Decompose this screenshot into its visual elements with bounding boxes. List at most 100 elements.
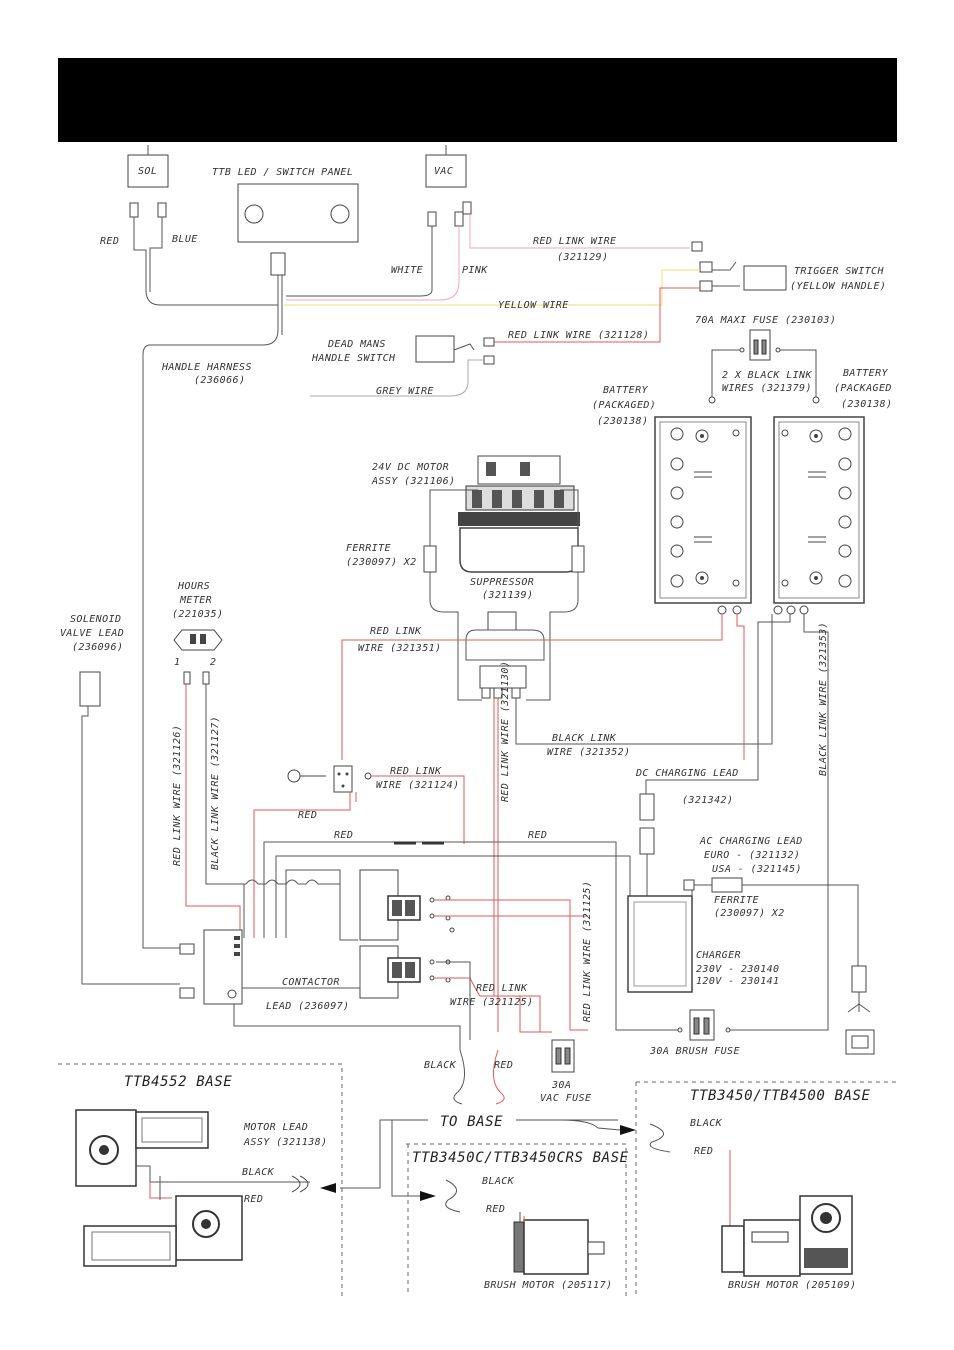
red-f-label: RED [486,1204,505,1215]
ttb3450-label: TTB3450/TTB4500 BASE [690,1088,871,1104]
charger-label-2: 230V - 230140 [696,964,779,975]
led-panel-label: TTB LED / SWITCH PANEL [212,167,353,178]
grey-wire-label: GREY WIRE [376,386,434,397]
charger-label-3: 120V - 230141 [696,976,779,987]
red-d-label: RED [494,1060,513,1071]
ferrite-label-2: (230097) X2 [346,557,417,568]
ac-lead-label-3: USA - (321145) [712,864,802,875]
ferrite-b-label-2: (230097) X2 [714,908,785,919]
red-link-321125-1: RED LINK [476,983,528,994]
ac-lead-label-1: AC CHARGING LEAD [699,836,803,847]
brush-fuse [677,1009,731,1041]
ferrite-label-1: FERRITE [346,543,391,554]
red-label-c: RED [528,830,547,841]
trigger-switch [699,261,787,292]
trigger-switch-label-2: (YELLOW HANDLE) [790,281,886,292]
red-link-321125-v: RED LINK WIRE (321125) [582,881,593,1022]
control-module [179,929,461,1050]
motor-label-2: ASSY (321106) [371,476,455,487]
black-g-label: BLACK [690,1118,723,1129]
battery-right-label-1: BATTERY [843,368,889,379]
black-f-label: BLACK [482,1176,515,1187]
handle-harness-label-1: HANDLE HARNESS [161,362,252,373]
black-link-321353: BLACK LINK WIRE (321353) [818,622,829,776]
vac-motor [423,455,585,701]
brush-motor-205109-label: BRUSH MOTOR (205109) [728,1280,856,1291]
pink-label: PINK [462,265,488,276]
red-link-321124-2: WIRE (321124) [376,780,459,791]
solenoid-lead [79,671,180,985]
motor-label-1: 24V DC MOTOR [372,462,449,473]
dc-lead-label: DC CHARGING LEAD [635,768,739,779]
hours-label-3: (221035) [172,609,223,620]
motor-lead-label-1: MOTOR LEAD [243,1122,308,1133]
header-bar [58,58,897,142]
dc-lead-code: (321342) [682,795,733,806]
red-link-321124-1: RED LINK [390,766,442,777]
contactor-label-2: LEAD (236097) [266,1001,349,1012]
brush-motor-205117 [513,1212,605,1275]
suppressor-label-2: (321139) [482,590,533,601]
code-321129: (321129) [557,252,608,263]
contactor-top [359,869,435,941]
battery-right-label-2: (PACKAGED [834,383,892,394]
sol-label: SOL [138,166,157,177]
mains-plug [845,965,875,1055]
red-link-wire-321129: RED LINK WIRE [533,236,616,247]
battery-left-label-3: (230138) [597,416,648,427]
battery-right-label-3: (230138) [841,399,892,410]
dead-mans-label-2: HANDLE SWITCH [311,353,396,364]
motor-lead-label-2: ASSY (321138) [243,1137,327,1148]
charger-label-1: CHARGER [696,950,741,961]
hours-meter [173,629,223,685]
pin-1: 1 [174,657,180,668]
vac-fuse-label-1: 30A [551,1080,571,1091]
brush-motor-205109 [721,1195,853,1277]
vac-fuse [551,1039,575,1073]
red-label-b: RED [334,830,353,841]
red-label-a: RED [298,810,317,821]
key-switch [287,765,372,793]
hours-label-1: HOURS [177,581,210,592]
black-e-label: BLACK [242,1167,275,1178]
red-link-321125-2: WIRE (321125) [450,997,533,1008]
yellow-wire-label: YELLOW WIRE [498,300,569,311]
ferrite-b-label-1: FERRITE [714,895,759,906]
solenoid-label-2: VALVE LEAD [60,628,124,639]
vac-connector [425,145,472,227]
brush-fuse-label: 30A BRUSH FUSE [649,1046,740,1057]
black-link-321352-2: WIRE (321352) [547,747,630,758]
red-label: RED [100,236,119,247]
maxi-fuse [708,329,820,404]
black-links-label-1: 2 X BLACK LINK [722,370,812,381]
red-g-label: RED [694,1146,713,1157]
battery-left-label-2: (PACKAGED) [592,400,656,411]
black-link-321127: BLACK LINK WIRE (321127) [210,716,221,870]
red-link-321130: RED LINK WIRE (321130) [500,661,511,802]
dead-mans-switch [415,335,495,365]
dead-mans-label-1: DEAD MANS [327,339,386,350]
brush-motor-205117-label: BRUSH MOTOR (205117) [484,1280,612,1291]
hours-label-2: METER [179,595,212,606]
trigger-switch-label-1: TRIGGER SWITCH [794,266,884,277]
handle-harness-label-2: (236066) [194,375,245,386]
black-d-label: BLACK [424,1060,457,1071]
blue-label: BLUE [172,234,198,245]
vac-label: VAC [434,166,453,177]
suppressor [465,611,545,699]
battery-left [654,416,752,604]
red-link-wire-321128: RED LINK WIRE (321128) [508,330,649,341]
black-links-label-2: WIRES (321379) [722,383,812,394]
ac-lead-label-2: EURO - (321132) [704,850,800,861]
ttb3450c-label: TTB3450C/TTB3450CRS BASE [412,1150,629,1166]
ttb4552-label: TTB4552 BASE [124,1074,232,1090]
red-link-321351-2: WIRE (321351) [358,643,441,654]
solenoid-label-3: (236096) [72,642,123,653]
vac-fuse-label-2: VAC FUSE [540,1093,591,1104]
sol-connector [127,145,169,218]
ttb4552-motors [75,1109,310,1267]
maxi-fuse-label: 70A MAXI FUSE (230103) [695,315,836,326]
white-label: WHITE [391,265,423,276]
led-switch-panel [237,183,359,276]
